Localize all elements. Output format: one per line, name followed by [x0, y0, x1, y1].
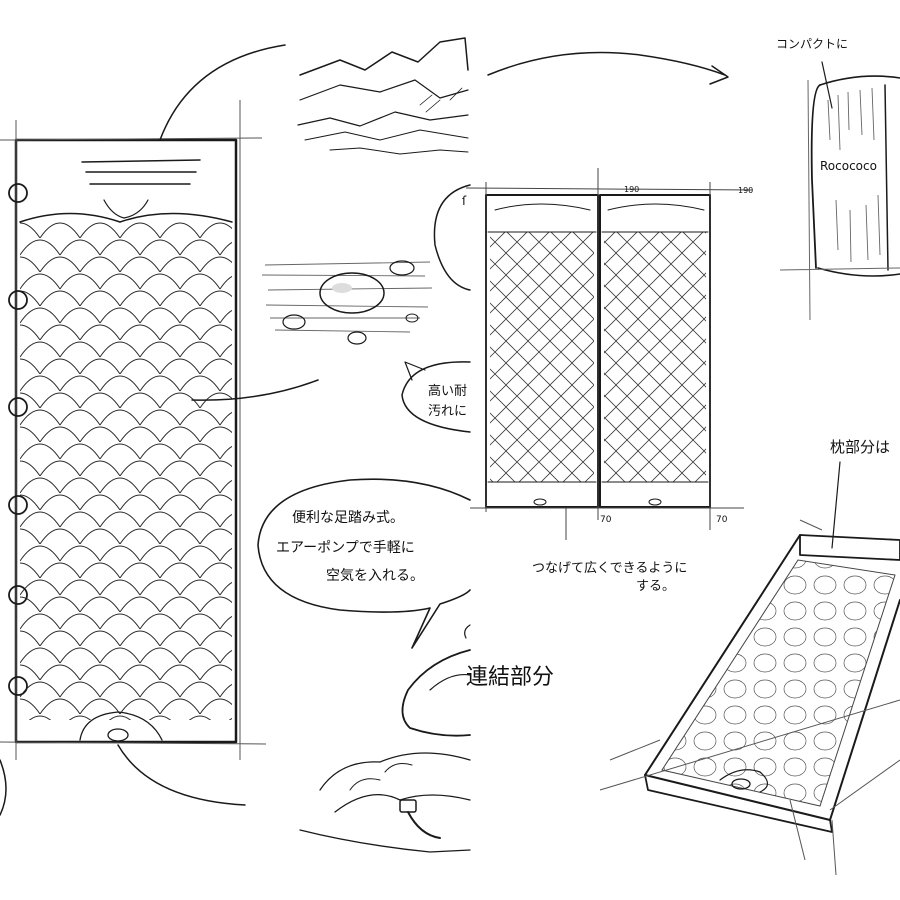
- left-mat-pillow-fold: [103, 199, 149, 219]
- left-mat-valve: [107, 728, 129, 742]
- speech-bubble-top: [433, 184, 471, 291]
- connection-part-label: 連結部分: [466, 665, 554, 690]
- perspective-mat-drawing: 枕部分は: [599, 438, 900, 876]
- left-mat-foot-bump: [79, 711, 163, 741]
- left-mat-drawing: [0, 100, 267, 816]
- left-lower-arc: [0, 759, 7, 816]
- callout-arc-top: [159, 44, 286, 141]
- foot-pump-text-line3: 空気を入れる。: [326, 568, 424, 584]
- left-mat-pillow-edge: [19, 212, 233, 223]
- connect-text-line1: つなげて広くできるように: [532, 561, 687, 576]
- foot-pump-bubble: 便利な足踏み式。 エアーポンプで手軽に 空気を入れる。: [257, 478, 471, 649]
- pillow-part-label: 枕部分は: [830, 438, 890, 456]
- foot-pump-text-line2: エアーポンプで手軽に: [276, 540, 415, 556]
- brand-label: Rocococo: [820, 159, 877, 173]
- dim-length-left: 190: [624, 185, 639, 194]
- foot-pump-sketch: [299, 624, 471, 853]
- water-droplets-sketch: [261, 260, 433, 345]
- compact-rolled-mat: コンパクトに Rocococo: [776, 37, 900, 321]
- compact-label: コンパクトに: [776, 37, 848, 51]
- connect-text-line2: する。: [636, 579, 675, 594]
- dim-width-left: 70: [600, 515, 612, 525]
- left-mat-pattern: [20, 222, 232, 720]
- callout-arc-bottom: [117, 744, 246, 806]
- durability-text-line1: 高い耐: [428, 383, 467, 399]
- speech-bubble-durability: [401, 361, 471, 433]
- left-mat-pillow-lines: [81, 159, 201, 185]
- dim-width-right: 70: [716, 515, 728, 525]
- left-guide-lines: [0, 100, 267, 760]
- durability-text-line2: 汚れに: [428, 404, 467, 419]
- speech-bubble-durability-tail: [404, 361, 426, 381]
- joined-mats-drawing: 190 190 70 70: [465, 168, 753, 540]
- dim-length-right: 190: [738, 186, 753, 195]
- arrow-head: [709, 65, 729, 85]
- foot-pump-text-line1: 便利な足踏み式。: [292, 510, 404, 526]
- callout-arc-middle: [191, 379, 319, 401]
- arrow-to-compact: [487, 51, 726, 76]
- mountain-landscape-sketch: [297, 37, 469, 155]
- bubble-top-glyphs: ſ: [462, 194, 467, 208]
- binding-holes: [8, 183, 28, 696]
